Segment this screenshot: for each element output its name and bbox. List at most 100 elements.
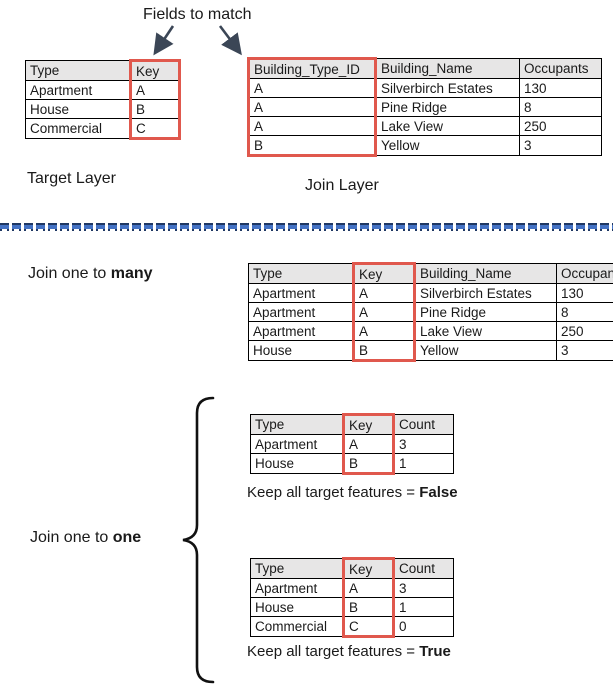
- column-header: Occupants: [556, 263, 613, 284]
- cell: A: [352, 321, 416, 341]
- column-header: Key: [342, 413, 395, 435]
- cell: 8: [519, 97, 602, 117]
- cell: 130: [556, 283, 613, 303]
- keep-false-caption: Keep all target features = False: [247, 484, 458, 501]
- cell: 3: [556, 340, 613, 361]
- cell: Commercial: [25, 118, 131, 139]
- column-header: Building_Name: [375, 58, 520, 79]
- arrow-right-icon: [218, 25, 242, 56]
- caption-bold-text: True: [419, 643, 451, 660]
- column-header: Key: [352, 262, 416, 284]
- column-header: Key: [342, 557, 395, 579]
- cell: Yellow: [375, 135, 520, 156]
- cell: Pine Ridge: [375, 97, 520, 117]
- column-header: Type: [250, 414, 344, 435]
- cell: Commercial: [250, 616, 344, 637]
- cell: A: [129, 80, 181, 100]
- caption-bold-text: False: [419, 484, 458, 501]
- column-header: Building_Name: [414, 263, 557, 284]
- cell: B: [342, 597, 395, 617]
- cell: Apartment: [248, 283, 354, 303]
- cell: A: [247, 78, 377, 98]
- column-header: Building_Type_ID: [247, 57, 377, 79]
- cell: 250: [556, 321, 613, 341]
- label-text: Join one to: [28, 265, 111, 282]
- cell: 130: [519, 78, 602, 98]
- column-header: Key: [129, 59, 181, 81]
- join-one-to-one-label: Join one to one: [30, 529, 141, 547]
- cell: 1: [393, 453, 454, 474]
- join-layer-label: Join Layer: [305, 177, 379, 194]
- one-to-many-result-table: TypeKeyBuilding_NameOccupantsApartmentAS…: [248, 262, 613, 362]
- fields-to-match-label: Fields to match: [143, 6, 252, 23]
- cell: 250: [519, 116, 602, 136]
- cell: 1: [393, 597, 454, 617]
- cell: B: [129, 99, 181, 119]
- cell: 8: [556, 302, 613, 322]
- curly-brace-icon: [182, 396, 215, 684]
- target-layer-label: Target Layer: [27, 170, 116, 187]
- label-bold-text: many: [110, 265, 153, 282]
- column-header: Type: [248, 263, 354, 284]
- cell: House: [250, 453, 344, 474]
- cell: Apartment: [248, 302, 354, 322]
- cell: B: [247, 135, 377, 157]
- cell: House: [250, 597, 344, 617]
- cell: Apartment: [250, 434, 344, 454]
- cell: Apartment: [250, 578, 344, 598]
- join-one-to-many-label: Join one to many: [28, 265, 153, 283]
- cell: 3: [393, 578, 454, 598]
- caption-text: Keep all target features =: [247, 643, 420, 660]
- cell: 3: [393, 434, 454, 454]
- caption-text: Keep all target features =: [247, 484, 420, 501]
- cell: A: [247, 97, 377, 117]
- cell: Lake View: [375, 116, 520, 136]
- cell: Silverbirch Estates: [375, 78, 520, 98]
- cell: Yellow: [414, 340, 557, 361]
- arrow-left-icon: [153, 25, 175, 56]
- cell: C: [342, 616, 395, 638]
- column-header: Count: [393, 558, 454, 579]
- column-header: Type: [25, 60, 131, 81]
- cell: C: [129, 118, 181, 140]
- cell: 3: [519, 135, 602, 156]
- cell: A: [352, 283, 416, 303]
- cell: House: [248, 340, 354, 361]
- cell: A: [247, 116, 377, 136]
- cell: A: [342, 578, 395, 598]
- cell: Silverbirch Estates: [414, 283, 557, 303]
- column-header: Count: [393, 414, 454, 435]
- label-text: Join one to: [30, 529, 113, 546]
- cell: 0: [393, 616, 454, 637]
- cell: Apartment: [248, 321, 354, 341]
- cell: B: [352, 340, 416, 362]
- column-header: Occupants: [519, 58, 602, 79]
- column-header: Type: [250, 558, 344, 579]
- cell: Lake View: [414, 321, 557, 341]
